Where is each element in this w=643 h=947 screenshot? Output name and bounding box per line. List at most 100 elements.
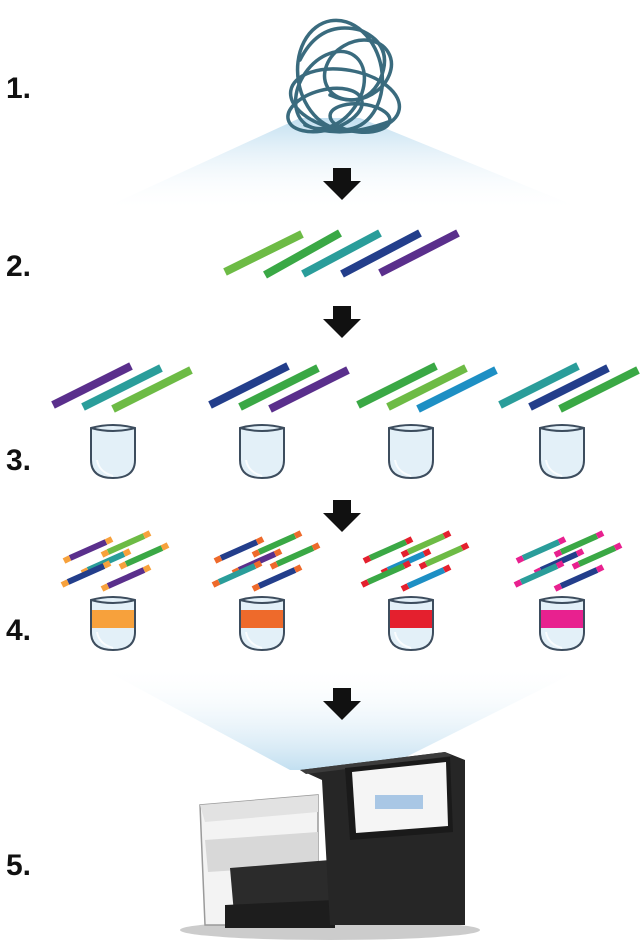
dna-fragment-icon — [293, 530, 303, 539]
dna-fragment-icon — [559, 533, 599, 555]
dna-fragment-icon — [366, 563, 406, 585]
tubes-group — [90, 424, 585, 652]
arrows-group — [323, 168, 361, 720]
dna-fragment-icon — [257, 567, 297, 589]
dna-fragment-icon — [251, 549, 261, 558]
dna-fragment-icon — [402, 560, 412, 569]
dna-fragment-icon — [269, 561, 279, 570]
dna-fragment-icon — [68, 539, 108, 561]
dna-fragment-icon — [519, 563, 559, 585]
dna-fragment-icon — [142, 564, 152, 573]
glow-cone-top — [95, 118, 590, 212]
dna-fragment-icon — [595, 530, 605, 539]
dna-fragment-icon — [268, 366, 350, 413]
dna-fragment-icon — [100, 549, 110, 558]
dna-fragment-icon — [362, 555, 372, 564]
dna-fragment-icon — [404, 536, 414, 545]
dna-fragment-icon — [400, 583, 410, 592]
dna-fragment-icon — [416, 366, 498, 413]
dna-fragment-icon — [553, 549, 563, 558]
dna-fragment-icon — [311, 542, 321, 551]
sample-tube-icon — [239, 596, 285, 652]
dna-fragment-icon — [142, 530, 152, 539]
dna-fragment-icon — [62, 555, 72, 564]
dna-fragment-icon — [555, 560, 565, 569]
arrow-down-icon — [323, 168, 361, 200]
arrow-down-icon — [323, 500, 361, 532]
dna-fragment-icon — [257, 533, 297, 555]
dna-fragment-icon — [513, 579, 523, 588]
dna-fragment-icon — [100, 583, 110, 592]
dna-fragment-icon — [442, 564, 452, 573]
sample-tube-icon — [539, 424, 585, 480]
dna-fragment-icon — [422, 548, 432, 557]
dna-fragment-icon — [273, 548, 283, 557]
sample-tube-icon — [239, 424, 285, 480]
dna-coil-icon — [286, 18, 402, 134]
dna-fragment-icon — [251, 583, 261, 592]
dna-fragment-icon — [613, 542, 623, 551]
dna-fragment-icon — [386, 364, 468, 411]
dna-fragment-icon — [515, 555, 525, 564]
step-labels: 1. 2. 3. 4. 5. — [6, 72, 31, 882]
dna-fragment-icon — [263, 229, 342, 279]
dna-fragment-icon — [211, 579, 221, 588]
dna-fragment-icon — [498, 362, 580, 409]
dna-fragment-icon — [219, 539, 259, 561]
dna-fragment-icon — [106, 533, 146, 555]
dna-fragment-icon — [368, 539, 408, 561]
dna-fragment-icon — [460, 542, 470, 551]
dna-fragment-icon — [557, 536, 567, 545]
dna-fragment-icon — [553, 583, 563, 592]
dna-fragment-icon — [301, 229, 382, 278]
dna-fragment-icon — [111, 366, 193, 413]
dna-fragment-icon — [528, 364, 610, 411]
dna-fragment-icon — [595, 564, 605, 573]
dna-fragment-icon — [577, 545, 617, 567]
dna-fragment-icon — [238, 364, 320, 411]
dna-fragment-icon — [60, 579, 70, 588]
dna-fragment-icon — [66, 563, 106, 585]
dna-fragment-icon — [521, 539, 561, 561]
dna-fragment-icon — [293, 564, 303, 573]
dna-fragment-icon — [558, 366, 640, 413]
dna-fragment-icon — [406, 567, 446, 589]
dna-fragment-icon — [255, 536, 265, 545]
dna-fragment-icon — [360, 579, 370, 588]
dna-fragment-icon — [400, 549, 410, 558]
dna-fragment-icon — [118, 561, 128, 570]
dna-fragment-icon — [356, 362, 438, 409]
sample-tube-icon — [90, 424, 136, 480]
dna-fragment-icon — [122, 548, 132, 557]
dna-fragment-icon — [406, 533, 446, 555]
step-number-5: 5. — [6, 849, 31, 882]
dna-fragment-icon — [124, 545, 164, 567]
fragments-group — [51, 229, 640, 592]
sample-tube-icon — [90, 596, 136, 652]
step-number-3: 3. — [6, 444, 31, 477]
sample-tube-icon — [539, 596, 585, 652]
dna-fragment-icon — [253, 560, 263, 569]
dna-fragment-icon — [418, 561, 428, 570]
dna-fragment-icon — [217, 563, 257, 585]
dna-fragment-icon — [208, 362, 290, 409]
sample-tube-icon — [388, 424, 434, 480]
dna-fragment-icon — [213, 555, 223, 564]
dna-fragment-icon — [104, 536, 114, 545]
arrow-down-icon — [323, 688, 361, 720]
dna-fragment-icon — [340, 229, 422, 278]
dna-fragment-icon — [275, 545, 315, 567]
dna-fragment-icon — [106, 567, 146, 589]
dna-fragment-icon — [102, 560, 112, 569]
step-number-1: 1. — [6, 72, 31, 105]
dna-fragment-icon — [571, 561, 581, 570]
dna-fragment-icon — [223, 230, 304, 276]
step-number-4: 4. — [6, 614, 31, 647]
dna-fragment-icon — [559, 567, 599, 589]
step-number-2: 2. — [6, 250, 31, 283]
sample-tube-icon — [388, 596, 434, 652]
dna-fragment-icon — [424, 545, 464, 567]
dna-fragment-icon — [51, 362, 133, 409]
